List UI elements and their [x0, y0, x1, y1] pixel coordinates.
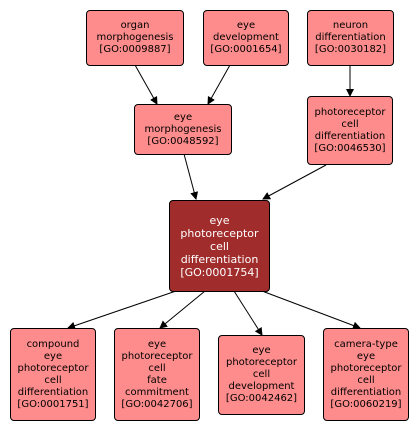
node-label-line: differentiation	[180, 252, 259, 266]
node-label-line: [GO:0060219]	[330, 398, 402, 410]
edge-eye-photoreceptor-cell-differentiation-to-eye-photoreceptor-cell-development	[233, 290, 263, 336]
node-label-line: [GO:0001654]	[210, 44, 282, 55]
node-label-line: [GO:0048592]	[147, 135, 219, 147]
edge-eye-photoreceptor-cell-differentiation-to-compound-eye-photoreceptor-cell-differentiation	[67, 290, 177, 330]
node-label-line: [GO:0030182]	[314, 44, 387, 55]
node-label-line: neuron	[332, 20, 369, 31]
node-label-line: differentiation	[314, 130, 386, 142]
edge-eye-photoreceptor-cell-differentiation-to-camera-type-eye-photoreceptor-cell-differentiation	[261, 290, 361, 330]
node-label-line: camera-type	[334, 338, 398, 350]
node-label-line: morphogenesis	[96, 32, 174, 43]
edge-eye-photoreceptor-cell-differentiation-to-eye-photoreceptor-cell-fate-commitment	[159, 290, 206, 329]
node-label-line: [GO:0009887]	[99, 44, 171, 55]
node-label-line: commitment	[125, 386, 189, 398]
node-label-line: [GO:0042706]	[121, 398, 193, 410]
node-label-line: morphogenesis	[144, 123, 222, 135]
node-label-line: development	[213, 32, 279, 43]
node-label-line: eye	[236, 20, 256, 31]
node-label-line: photoreceptor	[121, 350, 193, 362]
node-label-line: cell	[210, 239, 229, 253]
node-label-line: cell	[148, 362, 166, 374]
node-label-line: compound	[26, 338, 80, 350]
node-label-line: differentiation	[330, 386, 402, 398]
node-label-line: cell	[252, 369, 271, 380]
node-label-line: eye	[209, 213, 230, 227]
node-label-line: cell	[357, 374, 375, 386]
node-label-line: cell	[341, 118, 359, 130]
node-label-line: eye	[173, 111, 193, 123]
node-label-line: photoreceptor	[225, 357, 298, 368]
edge-organ-morphogenesis-to-eye-morphogenesis	[134, 64, 158, 105]
node-label-line: fate	[147, 374, 167, 386]
edge-eye-morphogenesis-to-eye-photoreceptor-cell-differentiation	[183, 153, 199, 200]
edge-eye-development-to-eye-morphogenesis	[207, 64, 231, 105]
node-label-line: development	[228, 381, 295, 392]
node-label-line: photoreceptor	[314, 106, 386, 118]
node-label-line: photoreceptor	[17, 362, 89, 374]
node-label-line: photoreceptor	[330, 362, 402, 374]
node-label-line: photoreceptor	[180, 226, 259, 240]
node-label-line: cell	[44, 374, 62, 386]
node-label-line: [GO:0046530]	[314, 142, 386, 154]
node-label-line: eye	[252, 345, 271, 356]
edge-photoreceptor-cell-differentiation-to-eye-photoreceptor-cell-differentiation	[262, 164, 327, 200]
node-label-line: eye	[356, 350, 376, 362]
node-label-line: eye	[43, 350, 63, 362]
node-label-line: eye	[147, 338, 167, 350]
node-label-line: [GO:0001751]	[17, 398, 89, 410]
node-label-line: organ	[120, 20, 150, 31]
node-label-line: [GO:0001754]	[180, 265, 259, 279]
node-label-line: [GO:0042462]	[225, 393, 298, 404]
node-label-line: differentiation	[315, 32, 386, 43]
node-label-line: differentiation	[17, 386, 89, 398]
